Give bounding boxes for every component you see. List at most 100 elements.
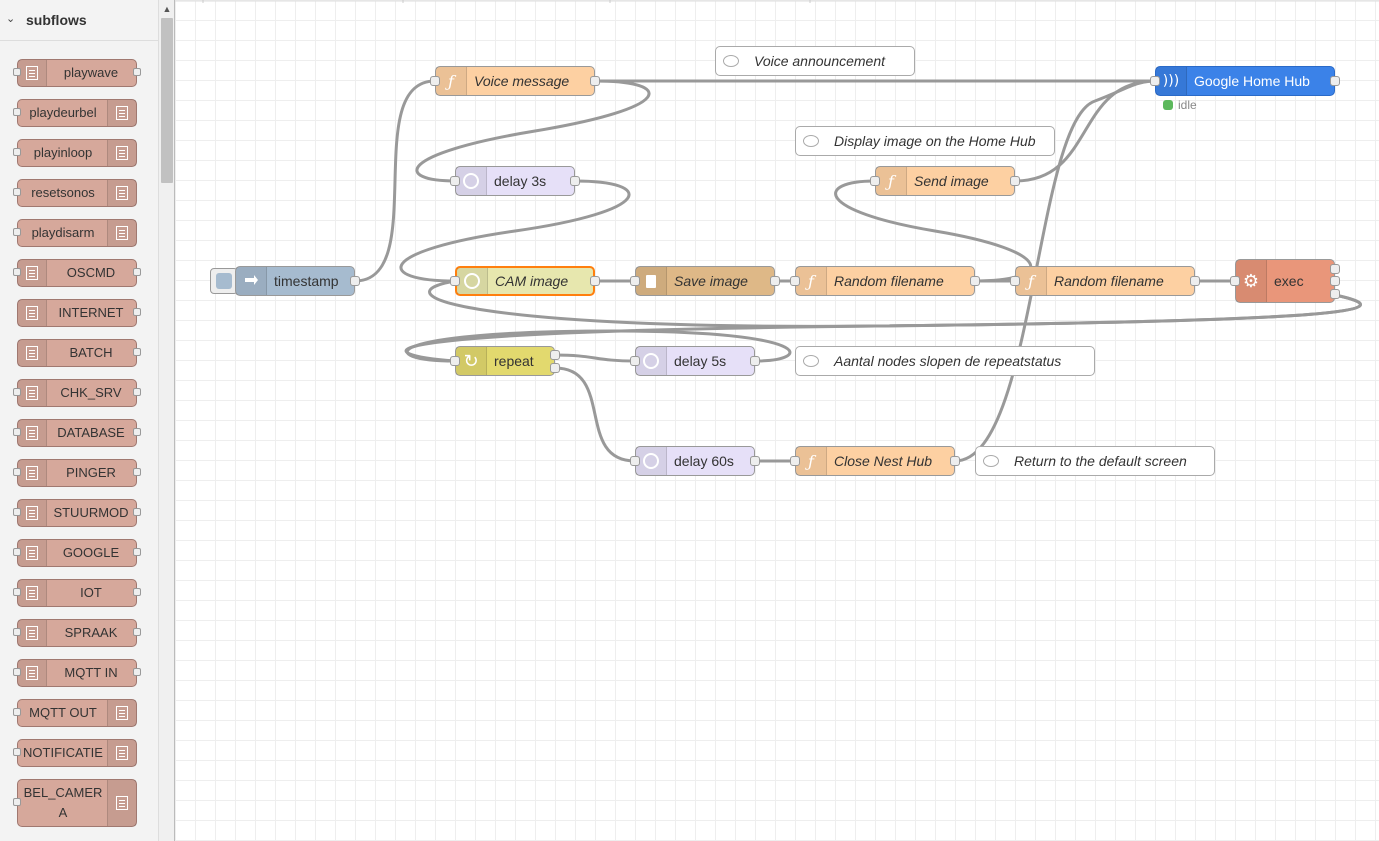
input-port[interactable] [450,176,460,186]
input-port[interactable] [450,356,460,366]
palette-node-resetsonos[interactable]: resetsonos [13,179,137,207]
input-port[interactable] [870,176,880,186]
output-port[interactable] [570,176,580,186]
input-port[interactable] [630,456,640,466]
input-port[interactable] [13,268,21,276]
output-port[interactable] [133,668,141,676]
output-port[interactable] [1190,276,1200,286]
palette-node-playdeurbel[interactable]: playdeurbel [13,99,137,127]
output-port[interactable] [133,68,141,76]
palette-node-mqtt-in[interactable]: MQTT IN [13,659,141,687]
output-port[interactable] [970,276,980,286]
input-port[interactable] [450,276,460,286]
input-port[interactable] [13,668,21,676]
palette-category-header[interactable]: ⌄ subflows [0,0,158,41]
palette-node-database[interactable]: DATABASE [13,419,141,447]
node-repeat[interactable]: ↻ repeat [450,346,560,376]
input-port[interactable] [13,748,21,756]
output-port[interactable] [770,276,780,286]
palette-node-playwave[interactable]: playwave [13,59,141,87]
scrollbar-thumb[interactable] [161,18,173,183]
node-google-home-hub[interactable]: ))) Google Home Hub [1150,66,1340,96]
palette-node-batch[interactable]: BATCH [17,339,141,367]
node-voice-message[interactable]: ƒ Voice message [430,66,600,96]
output-port[interactable] [350,276,360,286]
output-port[interactable] [133,588,141,596]
palette-node-playdisarm[interactable]: playdisarm [13,219,137,247]
node-delay-5s[interactable]: delay 5s [630,346,760,376]
palette-node-pinger[interactable]: PINGER [13,459,141,487]
palette-node-mqtt-out[interactable]: MQTT OUT [13,699,137,727]
flow-workspace[interactable]: timestamp ƒ Voice message Voice announce… [175,0,1379,841]
palette-node-google[interactable]: GOOGLE [13,539,141,567]
input-port[interactable] [13,468,21,476]
input-port[interactable] [1230,276,1240,286]
output-port[interactable] [133,268,141,276]
output-port[interactable] [133,548,141,556]
input-port[interactable] [13,68,21,76]
node-delay-60s[interactable]: delay 60s [630,446,760,476]
node-timestamp[interactable]: timestamp [235,266,360,296]
palette-node-oscmd[interactable]: OSCMD [13,259,141,287]
input-port[interactable] [630,356,640,366]
input-port[interactable] [13,108,21,116]
scroll-up-arrow-icon[interactable]: ▲ [162,4,172,14]
node-delay-3s[interactable]: delay 3s [450,166,580,196]
input-port[interactable] [13,388,21,396]
input-port[interactable] [13,148,21,156]
input-port[interactable] [630,276,640,286]
input-port[interactable] [790,276,800,286]
input-port[interactable] [13,548,21,556]
palette-node-notificatie[interactable]: NOTIFICATIE [13,739,137,767]
output-port[interactable] [133,348,141,356]
output-port[interactable] [950,456,960,466]
input-port[interactable] [13,228,21,236]
input-port[interactable] [1010,276,1020,286]
output-port-stdout[interactable] [1330,264,1340,274]
palette-node-bel-camera[interactable]: BEL_CAMERA [13,779,137,827]
output-port[interactable] [590,276,600,286]
output-port[interactable] [750,356,760,366]
palette-node-playinloop[interactable]: playinloop [13,139,137,167]
output-port[interactable] [133,308,141,316]
output-port[interactable] [1330,76,1340,86]
input-port[interactable] [13,588,21,596]
palette-node-spraak[interactable]: SPRAAK [13,619,141,647]
output-port[interactable] [133,508,141,516]
output-port-stderr[interactable] [1330,276,1340,286]
output-port-2[interactable] [550,363,560,373]
output-port[interactable] [133,468,141,476]
node-cam-image[interactable]: CAM image [450,266,600,296]
input-port[interactable] [13,428,21,436]
input-port[interactable] [1150,76,1160,86]
comment-default-screen[interactable]: Return to the default screen [975,446,1215,476]
node-exec[interactable]: ⚙ exec [1230,259,1340,303]
node-save-image[interactable]: Save image [630,266,780,296]
output-port[interactable] [133,428,141,436]
output-port[interactable] [133,388,141,396]
node-random-filename-1[interactable]: ƒ Random filename [790,266,980,296]
palette-node-chk-srv[interactable]: CHK_SRV [13,379,141,407]
comment-voice-announcement[interactable]: Voice announcement [715,46,915,76]
input-port[interactable] [13,508,21,516]
output-port[interactable] [1010,176,1020,186]
palette-node-iot[interactable]: IOT [13,579,141,607]
node-random-filename-2[interactable]: ƒ Random filename [1010,266,1200,296]
input-port[interactable] [13,628,21,636]
comment-repeat-status[interactable]: Aantal nodes slopen de repeatstatus [795,346,1095,376]
node-send-image[interactable]: ƒ Send image [870,166,1020,196]
input-port[interactable] [13,798,21,806]
inject-button[interactable] [210,268,238,294]
output-port[interactable] [590,76,600,86]
output-port[interactable] [750,456,760,466]
output-port-1[interactable] [550,350,560,360]
input-port[interactable] [790,456,800,466]
input-port[interactable] [13,708,21,716]
input-port[interactable] [13,188,21,196]
comment-display-image[interactable]: Display image on the Home Hub [795,126,1055,156]
chevron-down-icon[interactable]: ⌄ [6,13,16,25]
palette-node-stuurmod[interactable]: STUURMOD [13,499,141,527]
palette-scrollbar[interactable]: ▲ [158,0,174,841]
node-close-nest-hub[interactable]: ƒ Close Nest Hub [790,446,960,476]
input-port[interactable] [430,76,440,86]
